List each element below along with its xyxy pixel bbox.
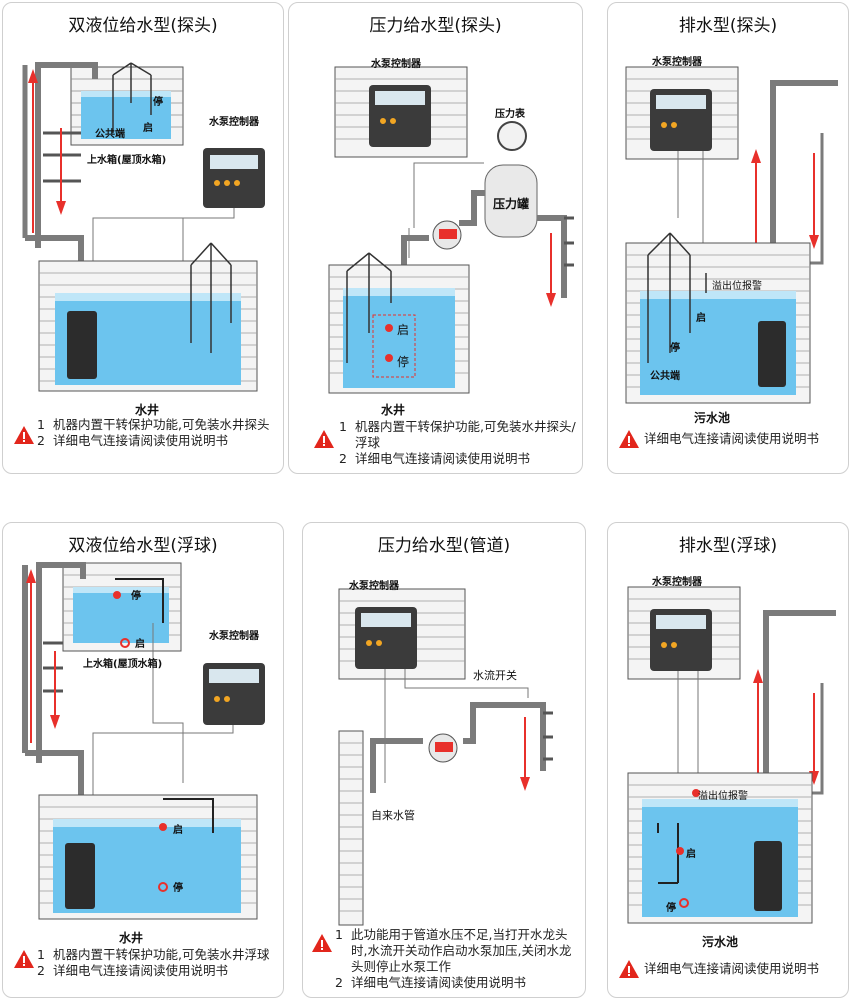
note-text: 详细电气连接请阅读使用说明书 — [644, 431, 820, 446]
controller-label: 水泵控制器 — [371, 59, 421, 70]
note-text: 机器内置干转保护功能,可免装水井浮球 — [53, 947, 270, 962]
start-label: 启 — [397, 323, 410, 337]
stop-label: 停 — [666, 903, 676, 914]
alarm-label: 溢出位报警 — [698, 791, 748, 802]
diagram-dual-level-float — [22, 562, 265, 920]
start2-label: 启 — [173, 825, 183, 836]
stop-label: 停 — [397, 355, 410, 369]
pool-label: 污水池 — [694, 411, 731, 425]
pool-label: 水井 — [119, 931, 144, 945]
warning-icon — [14, 950, 34, 968]
notes: 详细电气连接请阅读使用说明书 — [644, 961, 842, 977]
controller-label: 水泵控制器 — [652, 57, 702, 68]
warning-icon — [312, 934, 332, 952]
warning-icon — [314, 430, 334, 448]
note-text: 详细电气连接请阅读使用说明书 — [351, 975, 527, 990]
notes: 1 机器内置干转保护功能,可免装水井探头/浮球 2 详细电气连接请阅读使用说明书 — [339, 419, 576, 467]
panel-title: 双液位给水型(探头) — [68, 16, 218, 36]
note-text: 此功能用于管道水压不足,当打开水龙头时,水流开关动作启动水泵加压,关闭水龙头则停… — [351, 927, 572, 974]
note-num: 1 — [37, 947, 45, 962]
tank-label: 上水箱(屋顶水箱) — [87, 155, 167, 166]
diagram-pressure-probe — [328, 66, 574, 394]
pool-label: 水井 — [135, 403, 160, 417]
controller-label: 水泵控制器 — [209, 117, 259, 128]
tank-label: 上水箱(屋顶水箱) — [83, 659, 163, 670]
note-num: 1 — [339, 419, 347, 434]
start-label: 启 — [696, 313, 706, 324]
note-text: 详细电气连接请阅读使用说明书 — [644, 961, 820, 976]
warning-icon — [14, 426, 34, 444]
gauge-label: 压力表 — [495, 109, 525, 120]
note-num: 1 — [335, 927, 343, 942]
diagram-pressure-pipe — [338, 588, 553, 926]
diagram-dual-level-probe — [22, 62, 265, 392]
panel-title: 排水型(探头) — [678, 16, 778, 36]
note-text: 详细电气连接请阅读使用说明书 — [53, 963, 229, 978]
controller-label: 水泵控制器 — [209, 631, 259, 642]
stop2-label: 停 — [173, 883, 183, 894]
note-text: 机器内置干转保护功能,可免装水井探头/浮球 — [355, 419, 576, 450]
panel-title: 压力给水型(探头) — [369, 16, 502, 36]
common-label: 公共端 — [650, 371, 680, 382]
alarm-label: 溢出位报警 — [712, 281, 762, 292]
notes: 1 机器内置干转保护功能,可免装水井探头 2 详细电气连接请阅读使用说明书 — [37, 417, 277, 449]
stop-label: 停 — [153, 97, 163, 108]
panel-drainage-float: 排水型(浮球) 水泵控制器 溢出位报警 启 停 污水池 详细电气连接请阅读使用说… — [607, 522, 849, 998]
tank-label: 压力罐 — [493, 197, 530, 211]
pool-label: 污水池 — [702, 935, 739, 949]
note-num: 2 — [37, 963, 45, 978]
note-text: 详细电气连接请阅读使用说明书 — [355, 451, 531, 466]
panel-drainage-probe: 排水型(探头) 水泵控制器 溢出位报警 启 停 公共端 污水池 详细电气连接请阅… — [607, 2, 849, 474]
note-num: 2 — [335, 975, 343, 990]
pool-label: 水井 — [381, 403, 406, 417]
panel-title: 压力给水型(管道) — [377, 536, 511, 556]
warning-icon — [619, 430, 639, 448]
note-num: 1 — [37, 417, 45, 432]
controller-label: 水泵控制器 — [652, 577, 702, 588]
notes: 详细电气连接请阅读使用说明书 — [644, 431, 842, 447]
stop-label: 停 — [131, 591, 141, 602]
panel-pressure-probe: 压力给水型(探头) 水泵控制器 压力表 压力罐 启 停 水井 1 机器内置干转保护… — [288, 2, 583, 474]
tap-label: 自来水管 — [371, 809, 415, 822]
note-text: 机器内置干转保护功能,可免装水井探头 — [53, 417, 270, 432]
note-text: 详细电气连接请阅读使用说明书 — [53, 433, 229, 448]
panel-dual-level-probe: 双液位给水型(探头) 水泵控制器 上水箱(屋顶水箱) 公共端 启 停 水井 — [2, 2, 284, 474]
start-label: 启 — [143, 123, 153, 134]
controller-label: 水泵控制器 — [349, 581, 399, 592]
start-label: 启 — [135, 639, 145, 650]
note-num: 2 — [339, 451, 347, 466]
stop-label: 停 — [670, 343, 680, 354]
start-label: 启 — [686, 849, 696, 860]
notes: 1 机器内置干转保护功能,可免装水井浮球 2 详细电气连接请阅读使用说明书 — [37, 947, 277, 979]
panel-pressure-pipe: 压力给水型(管道) 水泵控制器 水流开关 自来水管 1 此功能用于管道水压不足,当… — [302, 522, 586, 998]
warning-icon — [619, 960, 639, 978]
notes: 1 此功能用于管道水压不足,当打开水龙头时,水流开关动作启动水泵加压,关闭水龙头则… — [335, 927, 579, 991]
switch-label: 水流开关 — [473, 669, 517, 682]
diagram-drainage-float — [627, 586, 836, 924]
diagram-drainage-probe — [625, 66, 838, 404]
panel-title: 双液位给水型(浮球) — [68, 536, 218, 556]
note-num: 2 — [37, 433, 45, 448]
common-label: 公共端 — [95, 129, 125, 140]
panel-title: 排水型(浮球) — [678, 536, 778, 556]
